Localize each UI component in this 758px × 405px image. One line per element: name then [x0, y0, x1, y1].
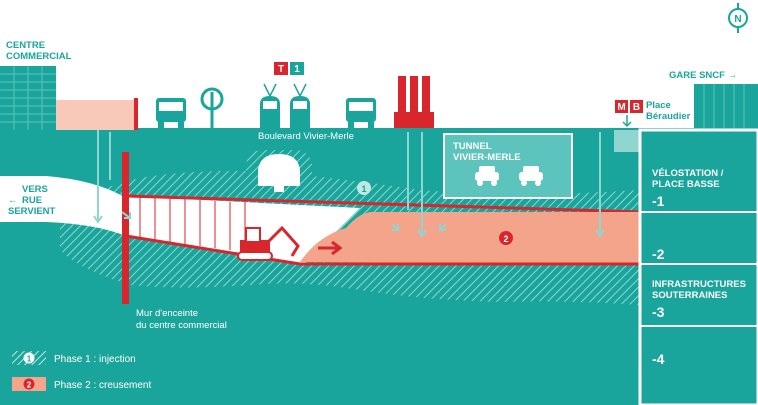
- tram-icon: [260, 83, 280, 128]
- tunnel-label-1: TUNNEL: [453, 141, 492, 152]
- legend-phase2-label: Phase 2 : creusement: [54, 380, 151, 391]
- tree-icon: [200, 87, 224, 128]
- phase2-zone-badge: 2: [499, 231, 513, 245]
- compass-icon: N: [728, 3, 748, 33]
- bus-icon: [156, 98, 186, 128]
- tram-1-text: 1: [294, 64, 300, 75]
- level-3-name-1: INFRASTRUCTURES: [652, 279, 746, 290]
- injection-lines: [93, 130, 605, 238]
- level-4-value: -4: [652, 351, 665, 367]
- svg-text:1: 1: [361, 184, 366, 194]
- road-rue-servient: [0, 176, 126, 236]
- car-icon-2: [519, 166, 543, 186]
- ventilation-towers: [394, 76, 434, 128]
- car-icon: [475, 166, 499, 186]
- svg-text:1: 1: [27, 355, 32, 364]
- compass-label: N: [734, 14, 741, 25]
- centre-commercial-label-1: CENTRE: [6, 40, 45, 51]
- left-arrow-icon: ←: [8, 195, 18, 206]
- legend-phase1-label: Phase 1 : injection: [54, 354, 136, 365]
- shopping-centre-building: [0, 66, 138, 130]
- vers-label-2: RUE: [22, 195, 42, 206]
- phase2-zone: [300, 212, 640, 264]
- tram-1-badge: 1: [290, 62, 304, 75]
- tunnel-vivier-merle: [443, 133, 573, 199]
- tram-icon-2: [290, 83, 310, 128]
- dome-structure: [246, 150, 312, 196]
- excavation-upper-line: [125, 194, 641, 214]
- down-arrow-icon: [622, 115, 632, 128]
- legend: 1 Phase 1 : injection 2 Phase 2 : creuse…: [12, 351, 151, 391]
- bus-icon-2: [346, 98, 376, 128]
- tram-t-text: T: [278, 64, 284, 75]
- vers-label-1: VERS: [22, 184, 48, 195]
- level-3-value: -3: [652, 304, 665, 320]
- level-3-name-2: SOUTERRAINES: [652, 290, 727, 301]
- boulevard-label: Boulevard Vivier-Merle: [258, 131, 354, 142]
- train-station-building: [694, 84, 758, 130]
- level-2-value: -2: [652, 246, 665, 262]
- metro-m-badge: M: [615, 100, 628, 113]
- phase1-zone-badge: 1: [357, 181, 371, 195]
- level-1-value: -1: [652, 193, 665, 209]
- mur-label-2: du centre commercial: [136, 320, 227, 331]
- svg-text:2: 2: [503, 234, 508, 244]
- metro-b-badge: B: [630, 100, 643, 113]
- centre-commercial-label-2: COMMERCIAL: [6, 51, 72, 62]
- place-beraudier-label-1: Place: [646, 100, 671, 111]
- excavator-icon: [237, 225, 300, 261]
- svg-text:2: 2: [27, 381, 32, 390]
- tram-t-badge: T: [274, 62, 288, 75]
- mur-label-1: Mur d'enceinte: [136, 308, 198, 319]
- perimeter-wall: [122, 152, 129, 304]
- legend-phase2: 2 Phase 2 : creusement: [12, 377, 151, 391]
- level-1-name-2: PLACE BASSE: [652, 179, 720, 190]
- tunnel-label-2: VIVIER-MERLE: [453, 152, 521, 163]
- place-beraudier-label-2: Béraudier: [646, 111, 691, 122]
- level-1-name-1: VÉLOSTATION /: [652, 168, 724, 179]
- metro-m-text: M: [617, 102, 625, 113]
- metro-b-text: B: [633, 102, 640, 113]
- legend-phase1: 1 Phase 1 : injection: [12, 351, 136, 365]
- vers-label-3: SERVIENT: [8, 206, 56, 217]
- levels-panel: [614, 128, 758, 405]
- gare-sncf-label: GARE SNCF →: [669, 70, 737, 81]
- dig-direction-arrow: [318, 240, 343, 256]
